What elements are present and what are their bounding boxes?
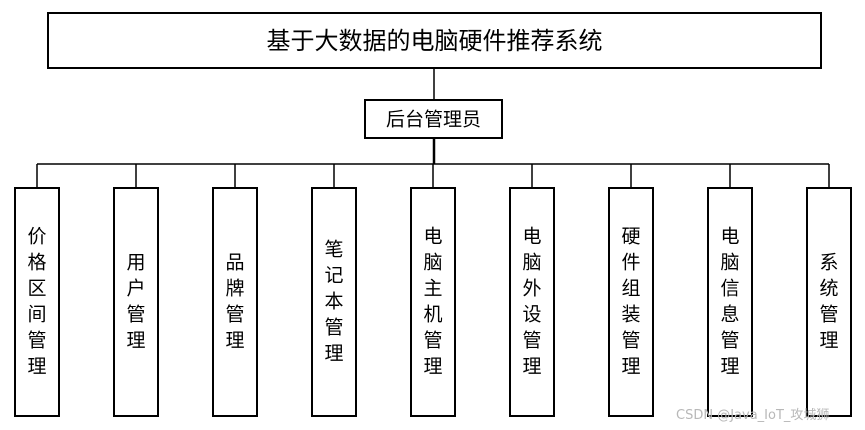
module-box xyxy=(14,187,60,417)
modules-layer: 价格区间管理 用户管理 品牌管理 笔记本管理 电脑主机管理 电脑外设管理 硬件组装管理 电脑信… xyxy=(14,164,852,417)
module-node: 笔记本管理 xyxy=(311,164,357,417)
module-label: 价格区间管理 xyxy=(27,226,46,378)
title-node: 基于大数据的电脑硬件推荐系统 xyxy=(47,12,822,69)
module-box xyxy=(707,187,753,417)
module-node: 电脑主机管理 xyxy=(410,164,456,417)
admin-box xyxy=(364,99,503,139)
admin-text: 后台管理员 xyxy=(386,109,481,131)
module-node: 用户管理 xyxy=(113,164,159,417)
module-label: 电脑外设管理 xyxy=(522,226,541,378)
module-label: 品牌管理 xyxy=(225,252,244,352)
title-text: 基于大数据的电脑硬件推荐系统 xyxy=(267,27,603,55)
module-label: 用户管理 xyxy=(126,252,145,352)
module-box xyxy=(608,187,654,417)
watermark-text: CSDN @Java_IoT_攻城狮 xyxy=(676,408,830,423)
module-box xyxy=(806,187,852,417)
module-label: 电脑信息管理 xyxy=(720,226,739,378)
title-box xyxy=(47,12,822,69)
module-node: 品牌管理 xyxy=(212,164,258,417)
module-node: 电脑信息管理 xyxy=(707,164,753,417)
module-box xyxy=(212,187,258,417)
module-node: 电脑外设管理 xyxy=(509,164,555,417)
module-label: 电脑主机管理 xyxy=(423,226,442,378)
module-box xyxy=(410,187,456,417)
module-box xyxy=(509,187,555,417)
module-label: 笔记本管理 xyxy=(324,239,343,365)
module-label: 硬件组装管理 xyxy=(621,226,640,378)
module-box xyxy=(311,187,357,417)
module-node: 系统管理 xyxy=(806,164,852,417)
admin-node: 后台管理员 xyxy=(364,99,503,139)
module-node: 硬件组装管理 xyxy=(608,164,654,417)
module-box xyxy=(113,187,159,417)
module-node: 价格区间管理 xyxy=(14,164,60,417)
module-label: 系统管理 xyxy=(819,252,838,352)
